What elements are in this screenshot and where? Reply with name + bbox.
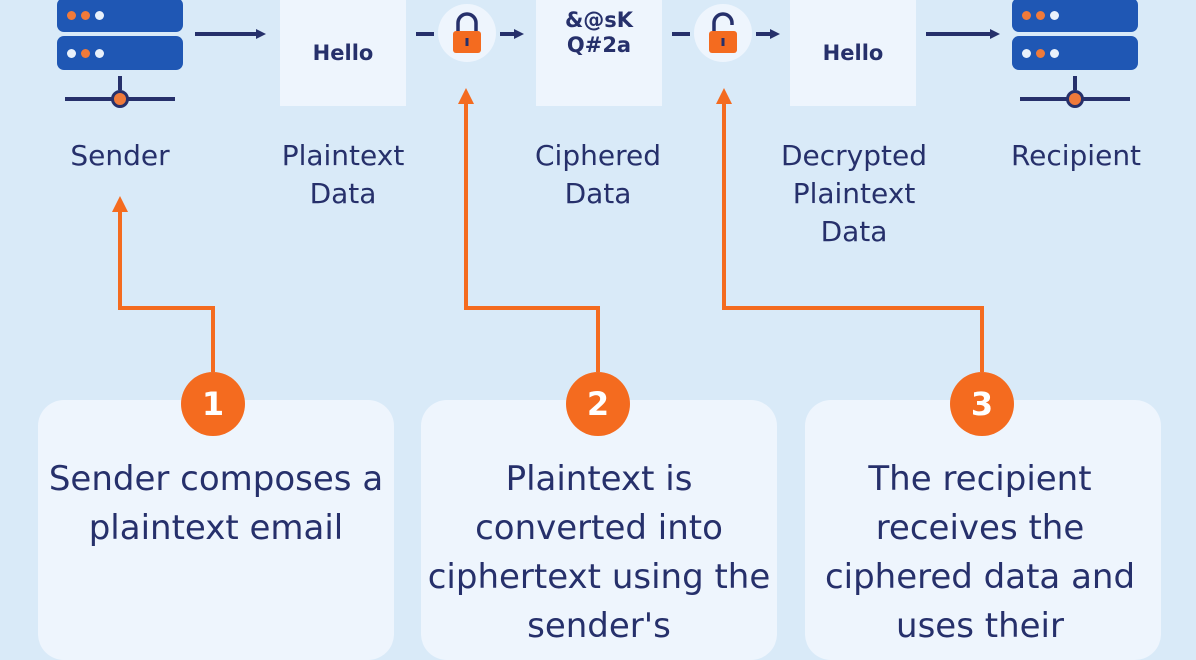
step-1-badge: 1	[181, 372, 245, 436]
ciphered-card: &@sK Q#2a	[536, 0, 662, 106]
recipient-label: Recipient	[1010, 139, 1142, 172]
ciphered-card-text: &@sK Q#2a	[564, 8, 634, 57]
unlock-icon	[694, 4, 752, 62]
sender-label: Sender	[70, 139, 170, 172]
step-card-3	[805, 400, 1161, 660]
lock-icon	[438, 4, 496, 62]
decrypted-card-text: Hello	[822, 40, 884, 65]
decrypted-card: Hello	[790, 0, 916, 106]
step-card-1	[38, 400, 394, 660]
server-icon	[1012, 0, 1138, 108]
arrow-up-icon	[458, 88, 600, 372]
step-1-text: Sender composes a plaintext email	[48, 459, 384, 548]
step-3-text: The recipient receives the ciphered data…	[824, 459, 1136, 646]
server-icon	[57, 0, 183, 108]
plaintext-label: Plaintext Data	[281, 139, 405, 210]
plaintext-card: Hello	[280, 0, 406, 106]
diagram-connectors	[112, 29, 1000, 372]
step-2-badge: 2	[566, 372, 630, 436]
arrow-up-icon	[716, 88, 984, 372]
step-2-text: Plaintext is converted into ciphertext u…	[427, 459, 771, 646]
ciphered-label: Ciphered Data	[535, 139, 661, 210]
plaintext-card-text: Hello	[312, 40, 374, 65]
arrow-up-icon	[112, 196, 215, 372]
step-card-2	[421, 400, 777, 660]
step-3-badge: 3	[950, 372, 1014, 436]
decrypted-label: Decrypted Plaintext Data	[780, 139, 927, 248]
